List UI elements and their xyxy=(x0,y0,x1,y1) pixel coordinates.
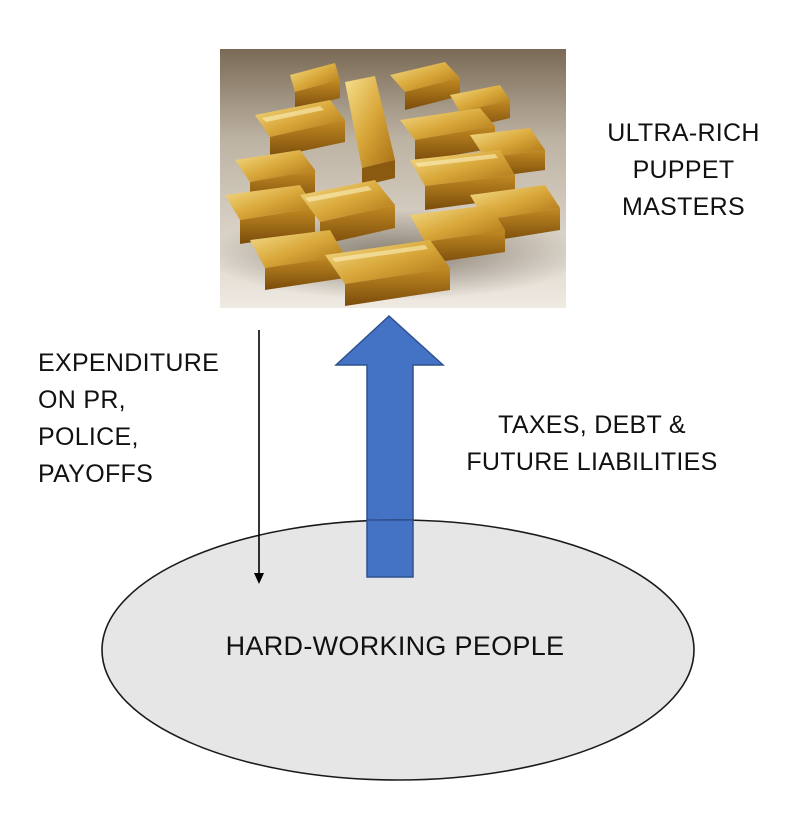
top-label-line: ULTRA-RICH xyxy=(607,119,760,147)
left-label-line: EXPENDITURE xyxy=(38,349,220,377)
left-label-line: PAYOFFS xyxy=(38,460,154,488)
right-label-line: FUTURE LIABILITIES xyxy=(466,448,718,476)
top-label-line: PUPPET xyxy=(632,156,735,184)
down-arrow-icon xyxy=(254,330,264,584)
ultra-rich-label: ULTRA-RICH PUPPET MASTERS xyxy=(596,115,771,226)
expenditure-label: EXPENDITURE ON PR, POLICE, PAYOFFS xyxy=(38,345,219,493)
up-arrow-base xyxy=(366,519,414,578)
gold-bars-image xyxy=(220,49,566,308)
left-label-line: ON PR, xyxy=(38,386,126,414)
taxes-label: TAXES, DEBT & FUTURE LIABILITIES xyxy=(447,407,737,481)
hard-working-people-label: HARD-WORKING PEOPLE xyxy=(225,631,565,661)
right-label-line: TAXES, DEBT & xyxy=(498,411,686,439)
left-label-line: POLICE, xyxy=(38,423,139,451)
top-label-line: MASTERS xyxy=(622,193,745,221)
